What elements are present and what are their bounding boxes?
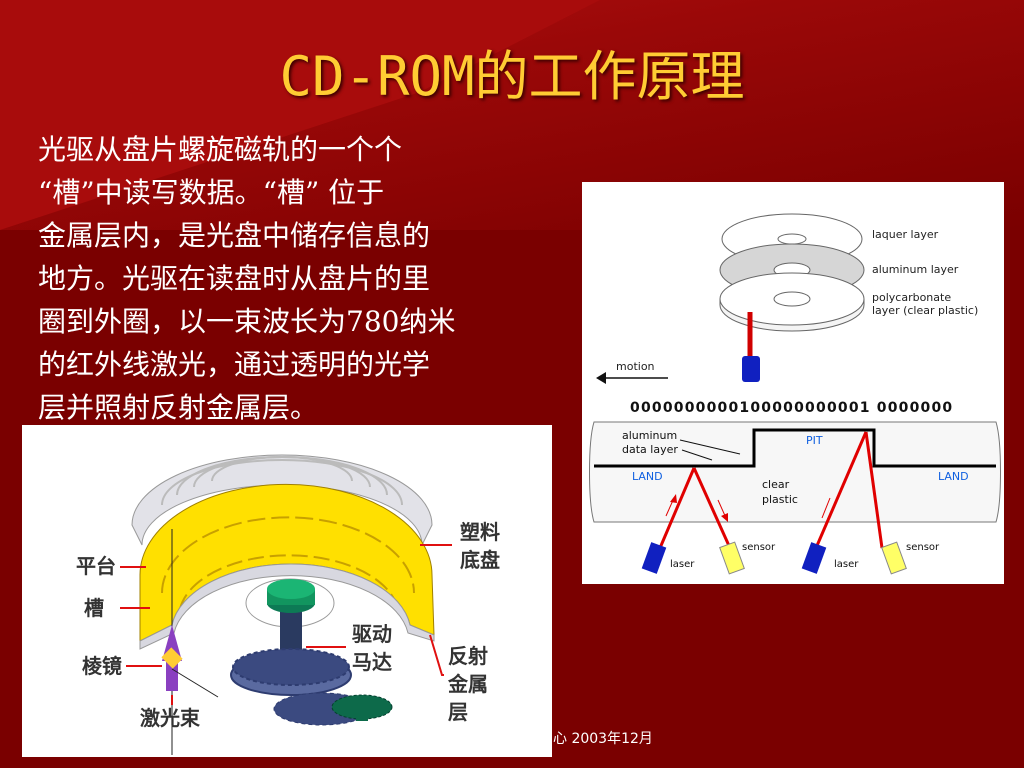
label-polycarbonate: polycarbonate xyxy=(872,291,951,304)
laser-beam xyxy=(166,661,178,691)
label-clear: clear xyxy=(762,478,790,491)
label-aluminum-1: aluminum xyxy=(622,429,677,442)
label-sensor-right: sensor xyxy=(906,542,940,553)
slide-title: CD-ROM的工作原理 xyxy=(279,45,745,108)
label-data-layer: data layer xyxy=(622,443,678,456)
label-plastic-2: 底盘 xyxy=(460,548,500,572)
footer-text: 心 2003年12月 xyxy=(553,731,653,747)
cd-drive-diagram: 平台 槽 棱镜 激光束 塑料 底盘 驱动 马达 反射 金属 层 xyxy=(22,425,552,757)
top-laser-emitter xyxy=(742,356,760,382)
label-motor-2: 马达 xyxy=(352,650,392,674)
small-gear xyxy=(331,694,393,721)
right-laser-emitter xyxy=(801,542,827,574)
reflective-metal-layer xyxy=(139,483,435,650)
label-reflect-2: 金属 xyxy=(447,672,488,696)
label-aluminum: aluminum layer xyxy=(872,263,959,276)
left-laser-path xyxy=(658,467,732,549)
prism xyxy=(161,647,183,669)
label-sensor-left: sensor xyxy=(742,542,776,553)
label-groove: 槽 xyxy=(84,596,104,620)
label-land-right: LAND xyxy=(938,470,969,483)
motion-arrow xyxy=(596,372,668,384)
label-reflect-3: 层 xyxy=(448,700,468,724)
cross-section xyxy=(589,421,1001,523)
label-plastic: plastic xyxy=(762,493,798,506)
left-sensor xyxy=(719,541,745,575)
label-laquer: laquer layer xyxy=(872,228,939,241)
label-laser-left: laser xyxy=(670,559,695,570)
right-sensor xyxy=(881,541,907,575)
right-laser-path xyxy=(814,431,884,549)
label-clear-plastic: layer (clear plastic) xyxy=(872,304,978,317)
data-layer-profile xyxy=(594,428,996,468)
bit-sequence: 0000000000100000000001 0000000 xyxy=(630,400,953,416)
plastic-base-disc xyxy=(131,454,433,546)
body-text: 光驱从盘片螺旋磁轨的一个个 “槽”中读写数据。“槽” 位于 金属层内，是光盘中储… xyxy=(38,133,456,424)
label-laser-beam: 激光束 xyxy=(140,706,201,730)
label-motor-1: 驱动 xyxy=(352,622,392,646)
cd-layers-diagram: laquer layer aluminum layer polycarbonat… xyxy=(582,182,1004,584)
label-reflect-1: 反射 xyxy=(448,644,488,668)
label-plastic-1: 塑料 xyxy=(460,520,500,544)
label-land-left: LAND xyxy=(632,470,663,483)
label-laser-right: laser xyxy=(834,559,859,570)
label-pit: PIT xyxy=(806,434,823,447)
label-motion: motion xyxy=(616,360,655,373)
label-platform: 平台 xyxy=(76,554,116,578)
left-laser-emitter xyxy=(641,542,667,574)
polycarbonate-layer-disc xyxy=(719,272,865,332)
label-prism: 棱镜 xyxy=(82,654,122,678)
